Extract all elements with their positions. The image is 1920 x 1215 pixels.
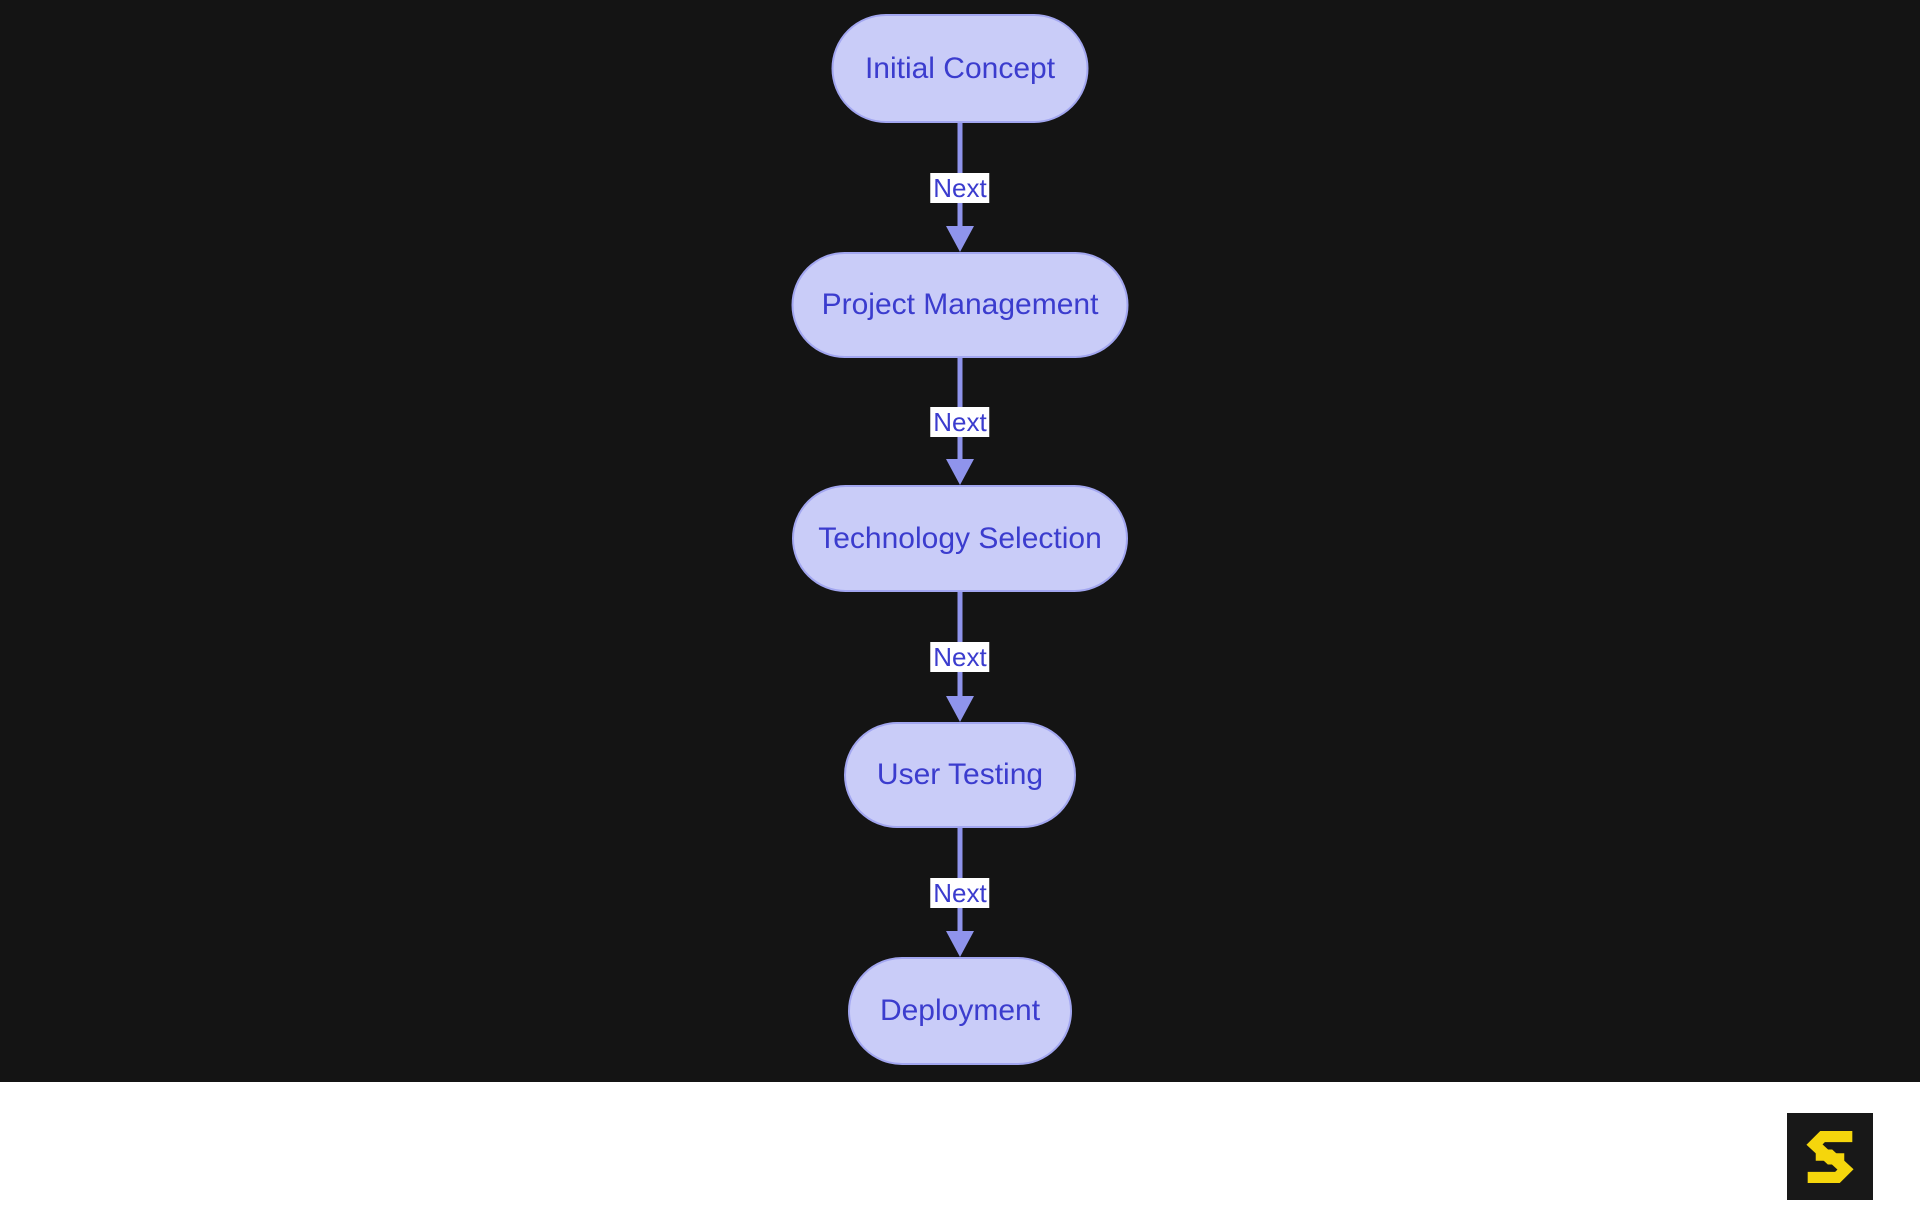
- flow-node-label: Technology Selection: [818, 521, 1102, 555]
- edge-label: Next: [930, 406, 990, 437]
- flow-node-deployment: Deployment: [848, 957, 1072, 1065]
- arrowhead-down-icon: [946, 931, 974, 957]
- edge-label: Next: [930, 172, 990, 203]
- flow-node-user-testing: User Testing: [844, 722, 1076, 828]
- flow-node-project-management: Project Management: [791, 252, 1129, 358]
- footer-bar: [0, 1082, 1920, 1215]
- flow-node-label: User Testing: [876, 758, 1044, 791]
- edge-connector-4: Next: [900, 828, 1020, 957]
- edge-label: Next: [930, 642, 990, 672]
- flow-node-label: Initial Concept: [864, 51, 1056, 85]
- flowchart-canvas: Initial Concept Next Project Management …: [0, 0, 1920, 1082]
- arrowhead-down-icon: [946, 226, 974, 252]
- arrowhead-down-icon: [946, 459, 974, 485]
- flow-node-technology-selection: Technology Selection: [792, 485, 1128, 592]
- flow-node-label: Project Management: [821, 288, 1099, 321]
- edge-label: Next: [930, 877, 990, 908]
- brand-logo: [1787, 1113, 1873, 1200]
- edge-connector-1: Next: [900, 123, 1020, 252]
- flow-node-label: Deployment: [879, 994, 1041, 1027]
- s-logo-icon: [1806, 1130, 1854, 1183]
- arrowhead-down-icon: [946, 696, 974, 722]
- edge-connector-3: Next: [900, 592, 1020, 722]
- edge-connector-2: Next: [900, 358, 1020, 485]
- flow-node-initial-concept: Initial Concept: [831, 14, 1089, 123]
